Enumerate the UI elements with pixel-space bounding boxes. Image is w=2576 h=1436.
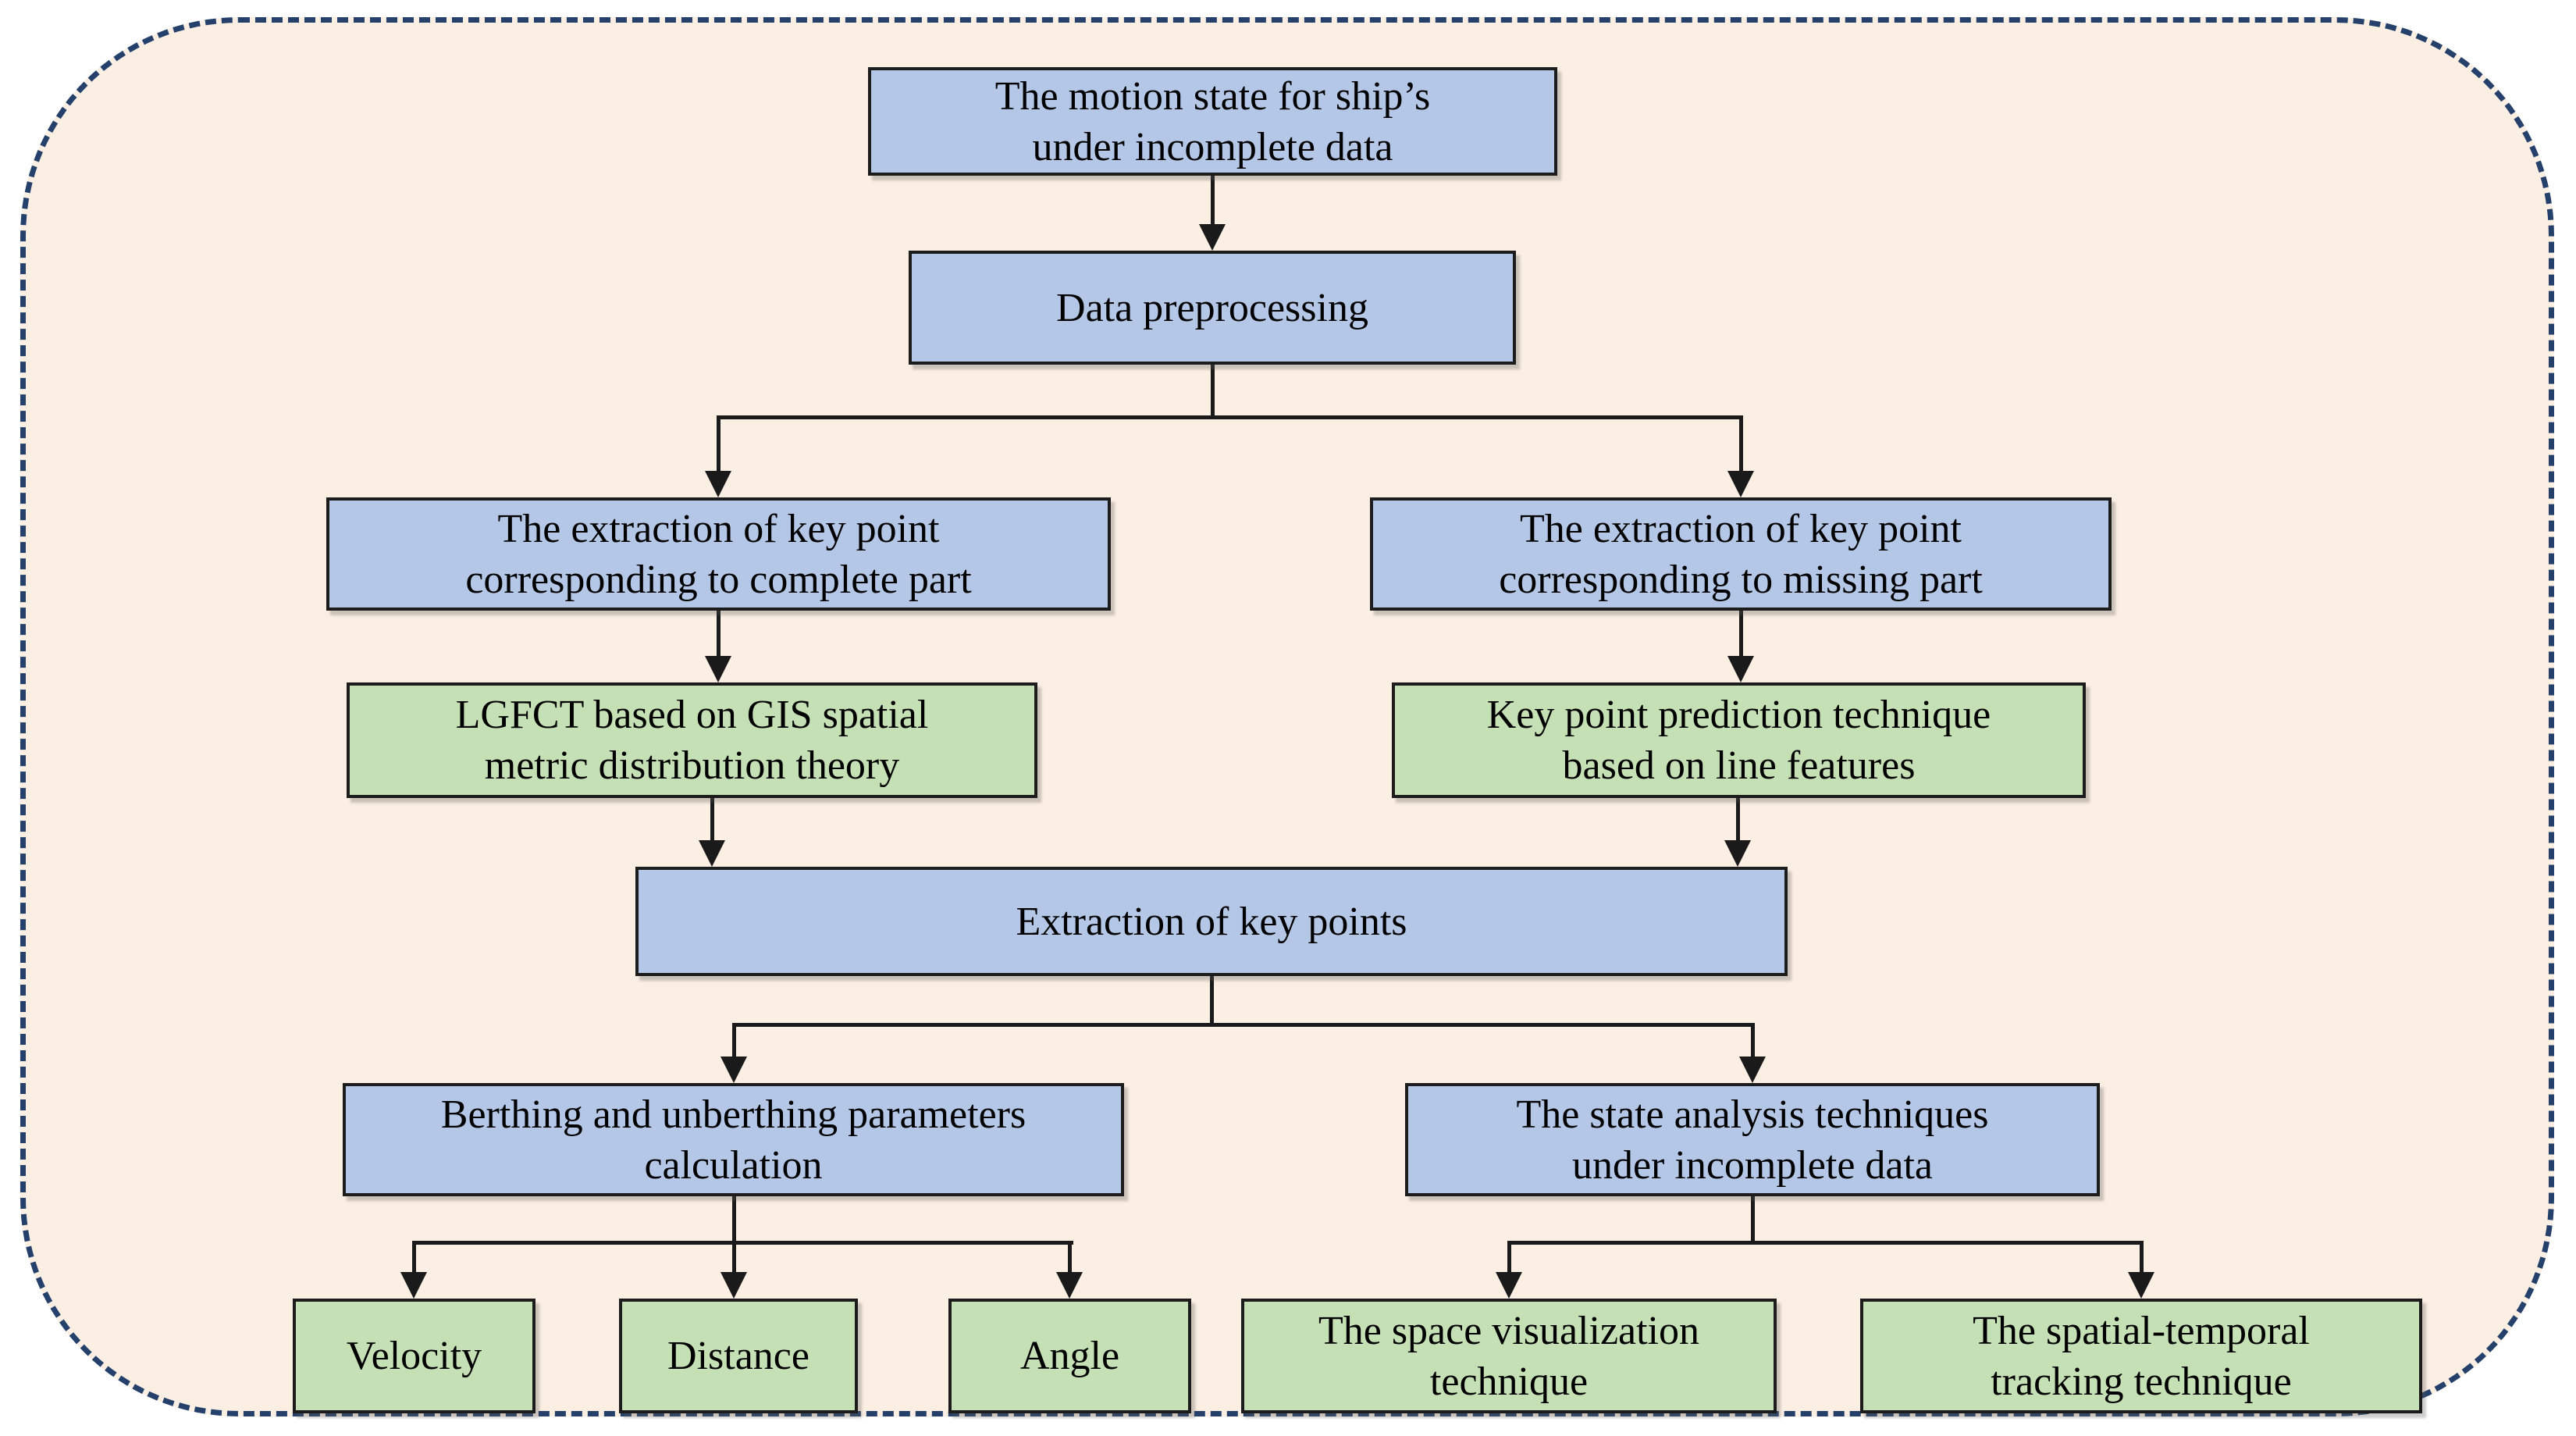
node-extract-missing: The extraction of key point correspondin…: [1370, 497, 2112, 611]
node-lgfct-label: LGFCT based on GIS spatial metric distri…: [455, 693, 929, 788]
arrowhead-down: [1724, 840, 1751, 867]
node-velocity-label: Velocity: [346, 1334, 482, 1378]
arrowhead-down: [1056, 1272, 1083, 1299]
arrowhead-down: [1199, 224, 1226, 251]
connector-line: [1739, 611, 1743, 658]
connector-line: [717, 611, 720, 658]
node-keypoint-prediction: Key point prediction technique based on …: [1392, 682, 2086, 798]
node-extraction-keypoints-label: Extraction of key points: [1016, 899, 1407, 944]
node-keypoint-prediction-label: Key point prediction technique based on …: [1486, 693, 1991, 788]
node-berthing-label: Berthing and unberthing parameters calcu…: [440, 1092, 1026, 1188]
node-spatial-temporal-label: The spatial-temporal tracking technique: [1973, 1308, 2310, 1404]
arrowhead-down: [1739, 1057, 1766, 1083]
node-data-preprocessing: Data preprocessing: [909, 251, 1516, 365]
connector-line: [732, 1241, 736, 1274]
arrowhead-down: [705, 471, 731, 497]
arrowhead-down: [2128, 1272, 2154, 1299]
arrowhead-down: [1496, 1272, 1522, 1299]
connector-line: [1507, 1241, 2144, 1245]
connector-line: [710, 798, 714, 843]
arrowhead-down: [720, 1272, 747, 1299]
arrowhead-down: [400, 1272, 427, 1299]
node-distance: Distance: [619, 1299, 858, 1413]
connector-line: [412, 1241, 416, 1274]
node-spatial-temporal: The spatial-temporal tracking technique: [1860, 1299, 2422, 1413]
node-state-analysis-label: The state analysis techniques under inco…: [1516, 1092, 1989, 1188]
connector-line: [1751, 1023, 1755, 1059]
node-extract-complete-label: The extraction of key point correspondin…: [465, 506, 972, 602]
connector-line: [412, 1241, 1073, 1245]
arrowhead-down: [705, 656, 731, 682]
connector-line: [1507, 1241, 1511, 1274]
node-motion-state-label: The motion state for ship’s under incomp…: [994, 73, 1431, 169]
node-velocity: Velocity: [293, 1299, 535, 1413]
node-extract-complete: The extraction of key point correspondin…: [326, 497, 1111, 611]
node-space-visualization-label: The space visualization technique: [1318, 1308, 1700, 1404]
connector-line: [1210, 976, 1214, 1027]
connector-line: [732, 1023, 736, 1059]
connector-line: [1068, 1241, 1072, 1274]
arrowhead-down: [1727, 471, 1754, 497]
connector-line: [732, 1023, 1754, 1027]
connector-line: [1736, 798, 1740, 843]
connector-line: [1211, 365, 1215, 417]
node-lgfct: LGFCT based on GIS spatial metric distri…: [347, 682, 1037, 798]
arrowhead-down: [720, 1057, 747, 1083]
connector-line: [732, 1196, 736, 1245]
node-data-preprocessing-label: Data preprocessing: [1056, 285, 1368, 330]
node-extraction-keypoints: Extraction of key points: [635, 867, 1788, 976]
connector-line: [717, 415, 1742, 419]
connector-line: [1211, 176, 1215, 227]
node-extract-missing-label: The extraction of key point correspondin…: [1499, 506, 1983, 602]
connector-line: [1739, 415, 1743, 472]
node-berthing: Berthing and unberthing parameters calcu…: [343, 1083, 1124, 1196]
node-state-analysis: The state analysis techniques under inco…: [1405, 1083, 2100, 1196]
node-distance-label: Distance: [667, 1334, 809, 1378]
node-angle: Angle: [948, 1299, 1191, 1413]
node-angle-label: Angle: [1019, 1334, 1120, 1378]
arrowhead-down: [1727, 656, 1754, 682]
connector-line: [1751, 1196, 1755, 1245]
arrowhead-down: [699, 840, 725, 867]
node-motion-state: The motion state for ship’s under incomp…: [868, 67, 1557, 176]
connector-line: [2140, 1241, 2144, 1274]
node-space-visualization: The space visualization technique: [1241, 1299, 1777, 1413]
connector-line: [717, 415, 720, 472]
